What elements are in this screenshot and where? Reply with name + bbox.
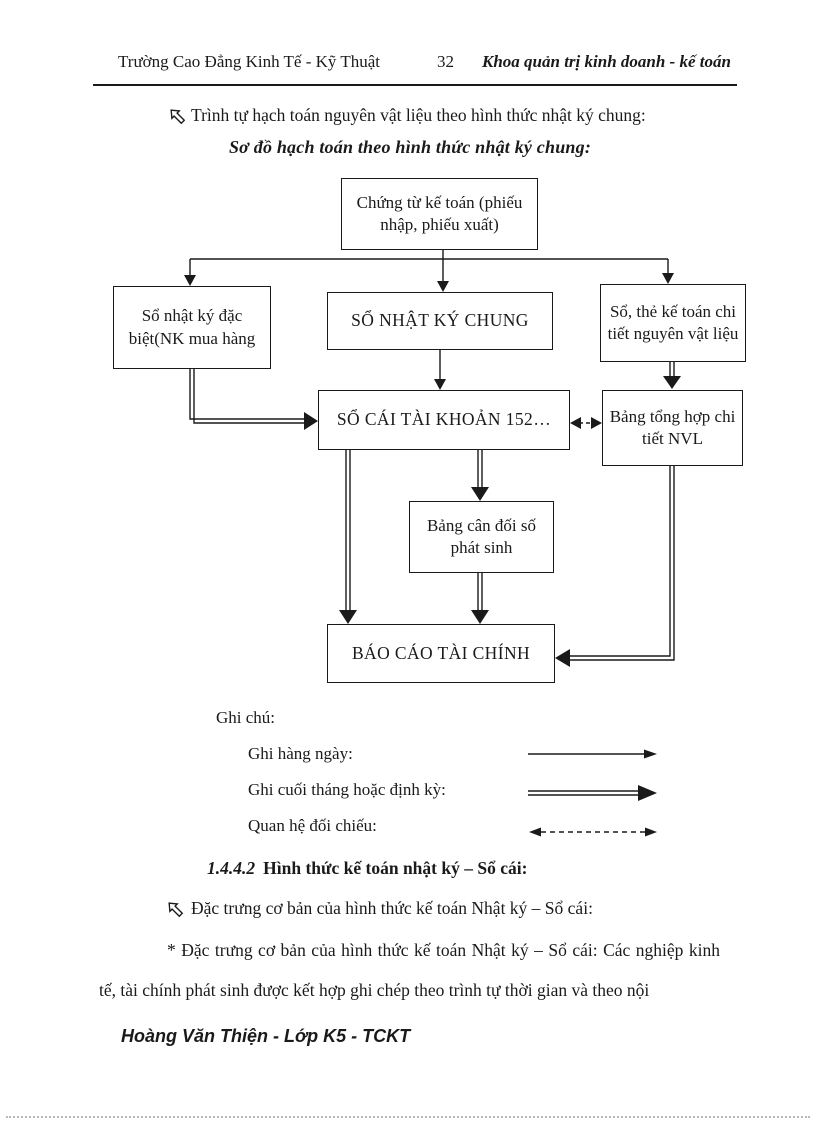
nw-arrow-icon [166,900,185,924]
legend-dashed-arrow-icon [529,827,657,837]
header-school-name: Trường Cao Đẳng Kinh Tế - Kỹ Thuật [118,52,381,71]
flowchart-box-bang-can-doi: Bảng cân đối số phát sinh [409,501,554,573]
legend-item-daily: Ghi hàng ngày: [248,744,353,763]
flowchart-box-so-the-chi-tiet: Sổ, thẻ kế toán chi tiết nguyên vật liệu [600,284,746,362]
body-paragraph: * Đặc trưng cơ bản của hình thức kế toán… [99,940,720,1000]
header-rule [93,84,737,86]
characteristic-line: Đặc trưng cơ bản của hình thức kế toán N… [191,898,593,918]
connector-bth-baocao-outer [570,466,671,657]
flowchart-box-nhat-ky-dac-biet: Sổ nhật ký đặc biệt(NK mua hàng [113,286,271,369]
header-page-number: 32 [437,52,454,71]
bottom-dotted-rule [6,1116,810,1118]
connector-left-elbow-outer [189,369,304,420]
legend-double-line-arrow-icon [528,785,657,801]
connector-left-elbow-inner [193,369,304,424]
flowchart-box-chung-tu: Chứng từ kế toán (phiếu nhập, phiếu xuất… [341,178,538,250]
flowchart-box-bang-tong-hop: Bảng tổng hợp chi tiết NVL [602,390,743,466]
intro-line: Trình tự hạch toán nguyên vật liệu theo … [191,105,646,125]
flowchart-box-bao-cao: BÁO CÁO TÀI CHÍNH [327,624,555,683]
nw-arrow-icon [168,107,187,131]
legend-item-monthly: Ghi cuối tháng hoặc định kỳ: [248,780,446,799]
diagram-title: Sơ đồ hạch toán theo hình thức nhật ký c… [228,137,592,157]
footer-author: Hoàng Văn Thiện - Lớp K5 - TCKT [121,1026,411,1046]
flowchart-box-nhat-ky-chung: SỔ NHẬT KÝ CHUNG [327,292,553,350]
legend-solid-arrow-icon [528,749,657,759]
flowchart-box-so-cai: SỔ CÁI TÀI KHOẢN 152… [318,390,570,450]
connector-bth-baocao-inner [570,466,675,661]
legend-item-reconcile: Quan hệ đối chiếu: [248,816,377,835]
legend-title: Ghi chú: [216,708,276,727]
section-heading: 1.4.4.2 Hình thức kế toán nhật ký – Sổ cá… [207,858,527,879]
section-title: Hình thức kế toán nhật ký – Sổ cái: [263,858,528,878]
header-faculty-name: Khoa quản trị kinh doanh - kế toán [482,52,731,71]
section-number: 1.4.4.2 [207,858,256,878]
